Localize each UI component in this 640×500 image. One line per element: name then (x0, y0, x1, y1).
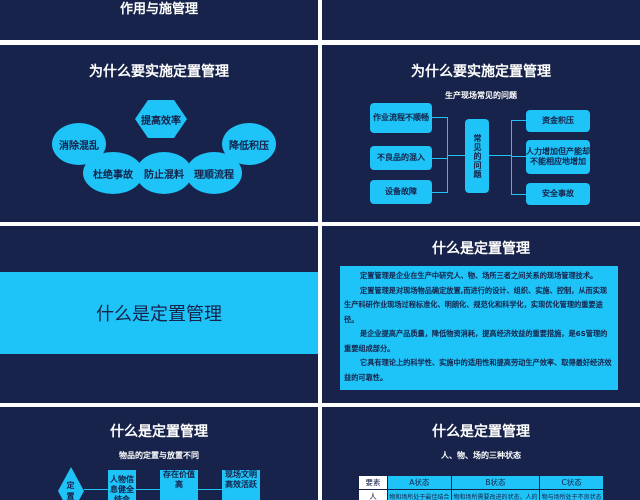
box-defect-mixing: 不良品的混入 (370, 146, 432, 170)
box-high-value: 存在价值高 (160, 470, 198, 500)
slide-5-title: 什么是定置管理 (96, 304, 222, 325)
diamond-label: 定置 (66, 481, 75, 500)
cell: 物与场所处于不良状态 (539, 489, 604, 500)
box-equipment-failure: 设备故障 (370, 180, 432, 204)
cell: 物和场所处于最佳结合 (387, 489, 452, 500)
paragraph: 是企业提高产品质量，降低物资消耗，提高经济效益的重要措施，是6S管理的重要组成部… (344, 329, 608, 353)
slide-2 (322, 0, 640, 40)
slide-8-title: 什么是定置管理 (432, 424, 530, 440)
slide-8-subtitle: 人、物、场的三种状态 (441, 451, 521, 460)
connector (448, 155, 465, 156)
definition-panel: 定置管理是企业在生产中研究人、物、场所三者之间关系的现场管理技术。 定置管理是对… (340, 266, 618, 390)
box-workflow: 作业流程不顺畅 (370, 103, 432, 133)
connector (511, 156, 526, 157)
slide-3: 为什么要实施定置管理 提高效率 消除混乱 降低积压 杜绝事故 防止混料 理顺流程 (0, 45, 318, 222)
cell: 人 (358, 489, 388, 500)
slide-1: 作用与施管理 (0, 0, 318, 40)
box-common-problems: 常见的问题 (465, 119, 489, 193)
slide-1-title: 作用与施管理 (119, 2, 198, 17)
table-row: 人 物和场所处于最佳结合 物和场所需要改进的状态，人的 物与场所处于不良状态 (358, 489, 604, 500)
slide-8: 什么是定置管理 人、物、场的三种状态 要素 A状态 B状态 C状态 人 物和场所… (322, 407, 640, 500)
diamond-fixed: 定置 (58, 467, 84, 500)
states-table: 要素 A状态 B状态 C状态 人 物和场所处于最佳结合 物和场所需要改进的状态，… (358, 475, 604, 500)
circle-eliminate-chaos: 消除混乱 (52, 123, 106, 165)
paragraph: 它具有理论上的科学性、实施中的适用性和提高劳动生产效率、取得最好经济效益的可靠性… (344, 358, 612, 382)
slide-6-title: 什么是定置管理 (432, 241, 530, 257)
header-cell: B状态 (450, 475, 541, 490)
circle-streamline-process: 理顺流程 (186, 152, 242, 194)
title-banner: 什么是定置管理 (0, 272, 318, 354)
connector (136, 489, 160, 490)
slide-7-title: 什么是定置管理 (110, 424, 208, 440)
cell: 物和场所需要改进的状态，人的 (450, 489, 541, 500)
slide-4-title: 为什么要实施定置管理 (411, 64, 551, 80)
slide-7-subtitle: 物品的定置与放置不同 (119, 451, 199, 460)
box-labor-increase: 人力增加但产能却不能相应地增加 (526, 140, 590, 174)
header-cell: 要素 (358, 475, 388, 490)
slide-5: 什么是定置管理 (0, 226, 318, 403)
box-info-combined: 人物信息健全结合 (108, 470, 136, 500)
connector (489, 155, 511, 156)
circle-eliminate-accidents: 杜绝事故 (83, 152, 143, 194)
connector (432, 192, 447, 193)
slide-4-subtitle: 生产现场常见的问题 (445, 91, 517, 100)
paragraph: 定置管理是企业在生产中研究人、物、场所三者之间关系的现场管理技术。 (360, 271, 598, 280)
box-capital-backlog: 资金积压 (526, 110, 590, 132)
box-safety-accident: 安全事故 (526, 183, 590, 205)
slide-7: 什么是定置管理 物品的定置与放置不同 定置 人物信息健全结合 存在价值高 现场文… (0, 407, 318, 500)
connector (198, 489, 222, 490)
table-header-row: 要素 A状态 B状态 C状态 (358, 475, 604, 490)
header-cell: A状态 (387, 475, 452, 490)
connector (84, 489, 108, 490)
slide-3-title: 为什么要实施定置管理 (89, 64, 229, 80)
connector (432, 158, 447, 159)
slide-4: 为什么要实施定置管理 生产现场常见的问题 作业流程不顺畅 不良品的混入 设备故障… (322, 45, 640, 222)
circle-prevent-mixing: 防止混料 (136, 152, 192, 194)
connector (511, 120, 526, 121)
connector (447, 117, 448, 193)
connector (432, 117, 447, 118)
slide-6: 什么是定置管理 定置管理是企业在生产中研究人、物、场所三者之间关系的现场管理技术… (322, 226, 640, 403)
hex-improve-efficiency: 提高效率 (135, 100, 187, 138)
connector (511, 194, 526, 195)
paragraph: 定置管理是对现场物品确定放置,而进行的设计、组织、实施、控制，从而实现生产科研作… (344, 285, 608, 324)
header-cell: C状态 (539, 475, 604, 490)
connector (511, 120, 512, 194)
box-civilized-site: 现场文明高效活跃 (222, 470, 260, 500)
